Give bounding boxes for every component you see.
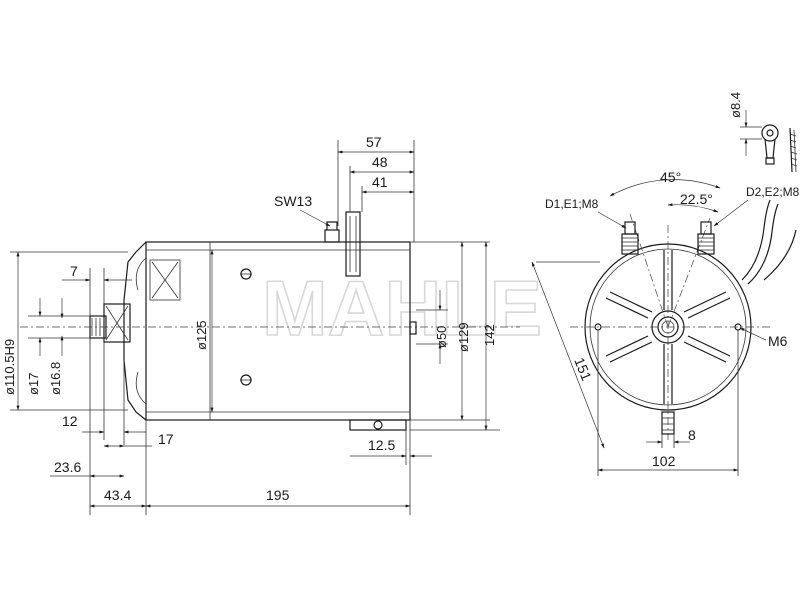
cable bbox=[741, 199, 771, 281]
mounting-foot bbox=[349, 419, 407, 431]
terminal-stud bbox=[324, 229, 340, 243]
dim-d129: ø129 bbox=[456, 322, 471, 352]
angle-45: 45° bbox=[660, 169, 681, 185]
dim-23-6: 23.6 bbox=[54, 459, 81, 475]
dim-142: 142 bbox=[482, 324, 497, 346]
dim-102: 102 bbox=[652, 453, 676, 469]
dim-8: 8 bbox=[688, 427, 696, 443]
dim-48: 48 bbox=[372, 154, 388, 170]
dim-41: 41 bbox=[372, 174, 388, 190]
dim-12: 12 bbox=[62, 413, 78, 429]
label-m6: M6 bbox=[768, 333, 788, 349]
dim-d8-4: ø8.4 bbox=[728, 92, 743, 118]
end-view: 45° 22.5° D1,E1;M8 D2,E2;M8 M6 151 8 102 bbox=[531, 92, 800, 476]
label-d2-e2-m8: D2,E2;M8 bbox=[746, 185, 800, 199]
dim-57: 57 bbox=[366, 134, 382, 150]
dim-7: 7 bbox=[70, 263, 78, 279]
bearing-box bbox=[103, 303, 131, 343]
dim-43-4: 43.4 bbox=[104, 487, 131, 503]
angle-22-5: 22.5° bbox=[680, 191, 713, 207]
dim-d16-8: ø16.8 bbox=[48, 362, 63, 395]
dim-d125: ø125 bbox=[194, 320, 209, 350]
dim-195: 195 bbox=[266, 487, 290, 503]
mahle-watermark: MAHLE bbox=[262, 264, 542, 352]
ring-terminal-detail: ø8.4 bbox=[728, 92, 798, 173]
terminal-block bbox=[345, 211, 361, 277]
label-d1-e1-m8: D1,E1;M8 bbox=[545, 197, 599, 211]
terminal-right bbox=[697, 221, 715, 255]
dim-d17: ø17 bbox=[26, 373, 41, 395]
dim-d110-5H9: ø110.5H9 bbox=[2, 339, 17, 395]
dim-d50: ø50 bbox=[434, 326, 449, 348]
callout-sw13: SW13 bbox=[274, 193, 312, 209]
drive-end-flange bbox=[123, 241, 147, 421]
side-view: 57 48 41 SW13 7 ø110.5H9 ø17 ø16.8 ø125 bbox=[2, 134, 520, 515]
dim-17: 17 bbox=[158, 431, 174, 447]
bottom-bolt bbox=[661, 411, 675, 435]
dim-12-5: 12.5 bbox=[368, 437, 395, 453]
